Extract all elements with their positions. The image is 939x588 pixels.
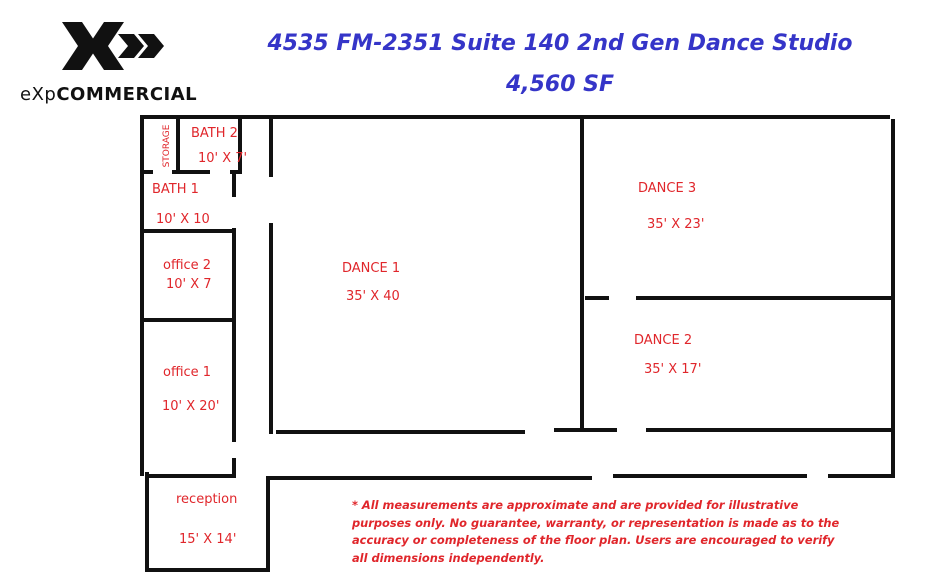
office2-label: office 2 [163,258,211,273]
storage-label: STORAGE [162,124,172,167]
logo-suffix: COMMERCIAL [56,84,198,105]
dance3-label: DANCE 3 [638,181,696,196]
disclaimer-note: * All measurements are approximate and a… [352,498,840,565]
bath2-label: BATH 2 [191,126,238,141]
dance3-size: 35' X 23' [647,217,704,232]
office1-label: office 1 [163,365,211,380]
dance2-size: 35' X 17' [644,362,701,377]
bath2-size: 10' X 7' [198,151,247,166]
dance2-label: DANCE 2 [634,333,692,348]
page-title: 4535 FM-2351 Suite 140 2nd Gen Dance Stu… [267,31,853,56]
dance1-size: 35' X 40 [346,289,400,304]
exp-x-logo-icon [62,22,164,70]
reception-size: 15' X 14' [179,532,236,547]
bath1-label: BATH 1 [152,182,199,197]
dance1-label: DANCE 1 [342,261,400,276]
page-subtitle-area: 4,560 SF [505,72,615,97]
logo-prefix: eXp [20,84,57,105]
office1-size: 10' X 20' [162,399,219,414]
bath1-size: 10' X 10 [156,212,210,227]
walls [140,115,895,572]
logo-wordmark: eXpCOMMERCIAL [20,84,197,105]
reception-label: reception [176,492,237,507]
office2-size: 10' X 7 [166,277,212,292]
room-labels: STORAGE BATH 2 10' X 7' BATH 1 10' X 10 … [152,124,704,547]
